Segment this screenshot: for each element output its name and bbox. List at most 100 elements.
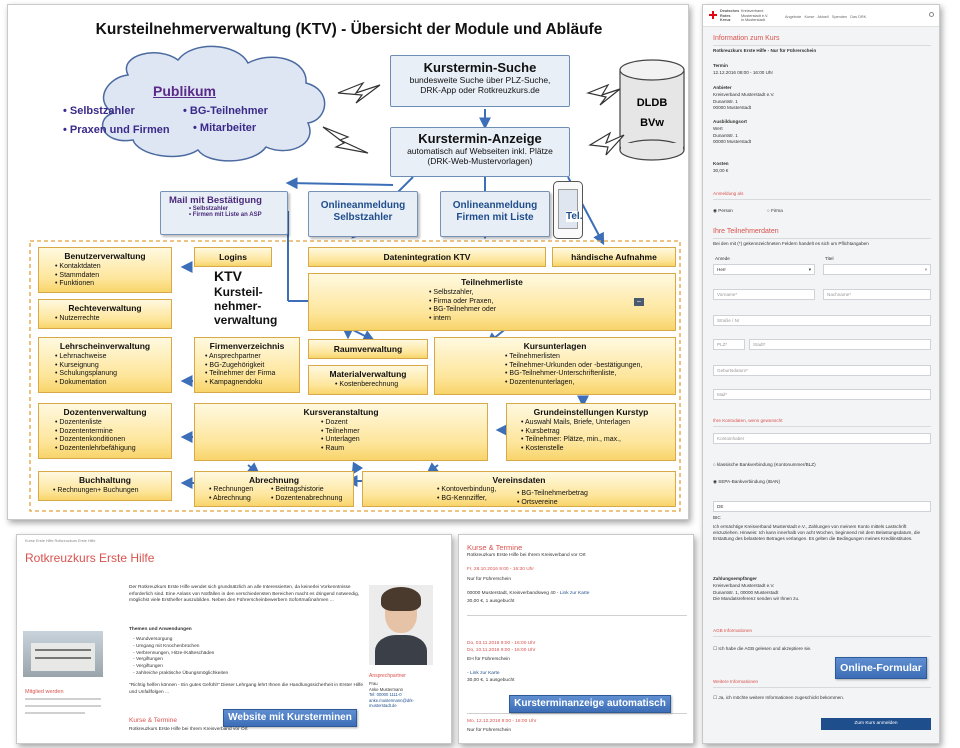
lightning-icon <box>322 126 369 154</box>
kurse-heading: Kurse & Termine <box>129 717 177 724</box>
anmeldung-label: Anmeldung als <box>713 191 744 196</box>
titel-label: Titel <box>825 256 834 261</box>
mail-input[interactable]: Mail* <box>713 389 931 400</box>
publikum-title: Publikum <box>153 83 217 99</box>
plz-input[interactable]: PLZ* <box>713 339 745 350</box>
nav-item[interactable]: Aktuell <box>817 15 829 19</box>
option-sepa[interactable]: ◉ SEPA-Bankverbindung (IBAN) <box>713 479 781 484</box>
radio-firma[interactable]: ○ Firma <box>767 208 783 213</box>
iban-input[interactable]: DE <box>713 501 931 512</box>
sepa-text: Ich ermächtige Kreisverband Musterstadt … <box>713 524 921 542</box>
online-firmen-note: Onlineanmeldung Firmen mit Liste <box>440 191 550 237</box>
nav-item[interactable]: Angebote <box>785 15 802 19</box>
termin-type: EH für Führerschein <box>467 657 510 662</box>
strasse-input[interactable]: Straße / Nr <box>713 315 931 326</box>
module-raumverwaltung: Raumverwaltung <box>308 339 428 359</box>
vorname-input[interactable]: Vorname* <box>713 289 815 300</box>
module-firmenverzeichnis: Firmenverzeichnis AnsprechpartnerBG-Zuge… <box>194 337 300 393</box>
kosten-value: 30,00 € <box>713 168 729 173</box>
online-formular-callout: Online-Formular <box>835 657 927 679</box>
suche-line: bundesweite Suche über PLZ-Suche, <box>409 75 551 85</box>
phone-icon <box>553 181 583 239</box>
anrede-select[interactable]: Herr▾ <box>713 264 815 275</box>
agb-checkbox[interactable]: ☐ Ich habe die AGB gelesen und akzeptier… <box>713 646 812 651</box>
red-cross-icon <box>709 11 717 19</box>
termin-price: 30,00 €, 1 ausgebucht <box>467 678 515 683</box>
empfaenger-label: Zahlungsempfänger <box>713 576 757 581</box>
submit-button[interactable]: Zum Kurs anmelden <box>821 718 931 730</box>
option-klassisch[interactable]: ○ klassische Bankverbindung (Kontonummer… <box>713 462 816 467</box>
lightning-icon <box>337 81 381 104</box>
module-kursveranstaltung: Kursveranstaltung DozentTeilnehmerUnterl… <box>194 403 488 461</box>
kurse-termine-panel: Kurse & Termine Rotkreuzkurs Erste Hilfe… <box>458 534 694 744</box>
themen-title: Themen und Anwendungen <box>129 627 192 632</box>
website-panel: Kurse Erste Hilfe Rotkreuzkurs Erste Hil… <box>16 534 452 744</box>
weitere-checkbox[interactable]: ☐ Ja, ich möchte weitere Informationen z… <box>713 695 845 700</box>
kursterminanzeige-callout: Kursterminanzeige automatisch <box>509 695 671 713</box>
kontoinhaber-input[interactable]: Kontoinhaber <box>713 433 931 444</box>
module-abrechnung: Abrechnung RechnungenAbrechnung Beitrags… <box>194 471 354 507</box>
teilnehmer-title: Ihre Teilnehmerdaten <box>713 228 779 235</box>
publikum-item: • BG-Teilnehmer <box>183 105 268 117</box>
contact-title: Ansprechpartner <box>369 673 406 679</box>
anzeige-line: (DRK-Web-Mustervorlagen) <box>427 156 533 166</box>
module-lehrscheinverwaltung: Lehrscheinverwaltung LehrnachweiseKursei… <box>38 337 172 393</box>
nav-item[interactable]: Spenden <box>831 15 848 19</box>
weitere-title: Weitere Informationen <box>713 679 759 684</box>
termin-place: 00000 Musterstadt, Kreisverbandsweg 40 -… <box>467 591 590 596</box>
termin-date[interactable]: Fr, 28.10.2016 9:00 - 16:30 Uhr <box>467 567 534 572</box>
ausbildungsort-label: Ausbildungsort <box>713 119 747 124</box>
module-kursunterlagen: Kursunterlagen TeilnehmerlistenTeilnehme… <box>434 337 676 395</box>
anrede-label: Anrede <box>715 256 730 261</box>
connector-layer <box>29 45 685 512</box>
nav-item[interactable]: Kurse <box>804 15 815 19</box>
collapse-button[interactable]: – <box>634 298 644 306</box>
anzeige-line: automatisch auf Webseiten inkl. Plätze <box>407 146 553 156</box>
map-link[interactable]: Link zur Karte <box>559 591 590 596</box>
publikum-cloud <box>101 45 326 162</box>
database-icon <box>619 59 685 161</box>
top-nav: Angebote Kurse Aktuell Spenden Das DRK <box>785 14 866 21</box>
anbieter-address: Kreisverband Musterstadt e.V.Dunantstr. … <box>713 92 775 110</box>
termin-label: Termin <box>713 63 728 68</box>
mitglied-link[interactable]: Mitglied werden <box>25 689 64 695</box>
map-link[interactable]: - Link zur Karte <box>467 671 500 676</box>
titel-select[interactable]: ▾ <box>823 264 931 275</box>
ktv-label: KTV Kursteil- nehmer- verwaltung <box>214 268 278 327</box>
kurse-sub: Rotkreuzkurs Erste Hilfe bei Ihrem Kreis… <box>129 727 248 732</box>
quote-text: "Richtig helfen können - Ein gutes Gefüh… <box>129 683 364 695</box>
contact-photo <box>369 585 433 665</box>
geburtsdatum-input[interactable]: Geburtsdatum* <box>713 365 931 376</box>
termin-date[interactable]: Mo, 12.12.2016 8:00 - 16:00 Uhr <box>467 719 537 724</box>
module-materialverwaltung: Materialverwaltung Kostenberechnung <box>308 365 428 395</box>
mail-title: Mail mit Bestätigung <box>169 195 262 206</box>
agb-title: AGB Informationen <box>713 628 753 633</box>
nav-item[interactable]: Das DRK <box>850 15 867 19</box>
radio-person[interactable]: ◉ Person <box>713 208 733 213</box>
online-selbstzahler-note: Onlineanmeldung Selbstzahler <box>308 191 418 237</box>
konto-title: Ihre Kontodaten, wenn gewünscht <box>713 418 783 423</box>
search-icon[interactable] <box>929 12 934 17</box>
bic-label: BIC <box>713 515 721 520</box>
contact-lines: Frau Anke Mustermann Tel: 00000 1111-0 a… <box>369 681 414 708</box>
stadt-input[interactable]: Stadt* <box>749 339 931 350</box>
kurse-sub: Rotkreuzkurs Erste Hilfe bei Ihrem Kreis… <box>467 553 586 558</box>
suche-line: DRK-App oder Rotkreuzkurs.de <box>420 85 540 95</box>
termin-date[interactable]: Do, 03.11.2016 9:00 - 16:00 Uhr <box>467 641 536 646</box>
page-title: Rotkreuzkurs Erste Hilfe <box>25 551 155 565</box>
teilnehmer-hint: Bei den mit (*) gekennzeichneten Feldern… <box>713 241 869 246</box>
publikum-item: • Praxen und Firmen <box>63 124 170 136</box>
module-rechteverwaltung: Rechteverwaltung Nutzerrechte <box>38 299 172 329</box>
mail-confirmation-note: Mail mit Bestätigung • Selbstzahler • Fi… <box>160 191 288 235</box>
termin-date[interactable]: Do, 10.11.2016 9:00 - 16:00 Uhr <box>467 648 536 653</box>
module-teilnehmerliste: Teilnehmerliste Selbstzahler,Firma oder … <box>308 273 676 331</box>
module-dozentenverwaltung: Dozentenverwaltung DozentenlisteDozenten… <box>38 403 172 459</box>
lightning-icon <box>585 83 621 106</box>
nachname-input[interactable]: Nachname* <box>823 289 931 300</box>
suche-title: Kurstermin-Suche <box>423 60 537 75</box>
termin-value: 12.12.2016 08:00 - 16:00 Uhr <box>713 70 774 75</box>
module-vereinsdaten: Vereinsdaten Kontoverbindung,BG-Kennziff… <box>362 471 676 507</box>
kurstermin-suche-box: Kurstermin-Suche bundesweite Suche über … <box>390 55 570 107</box>
